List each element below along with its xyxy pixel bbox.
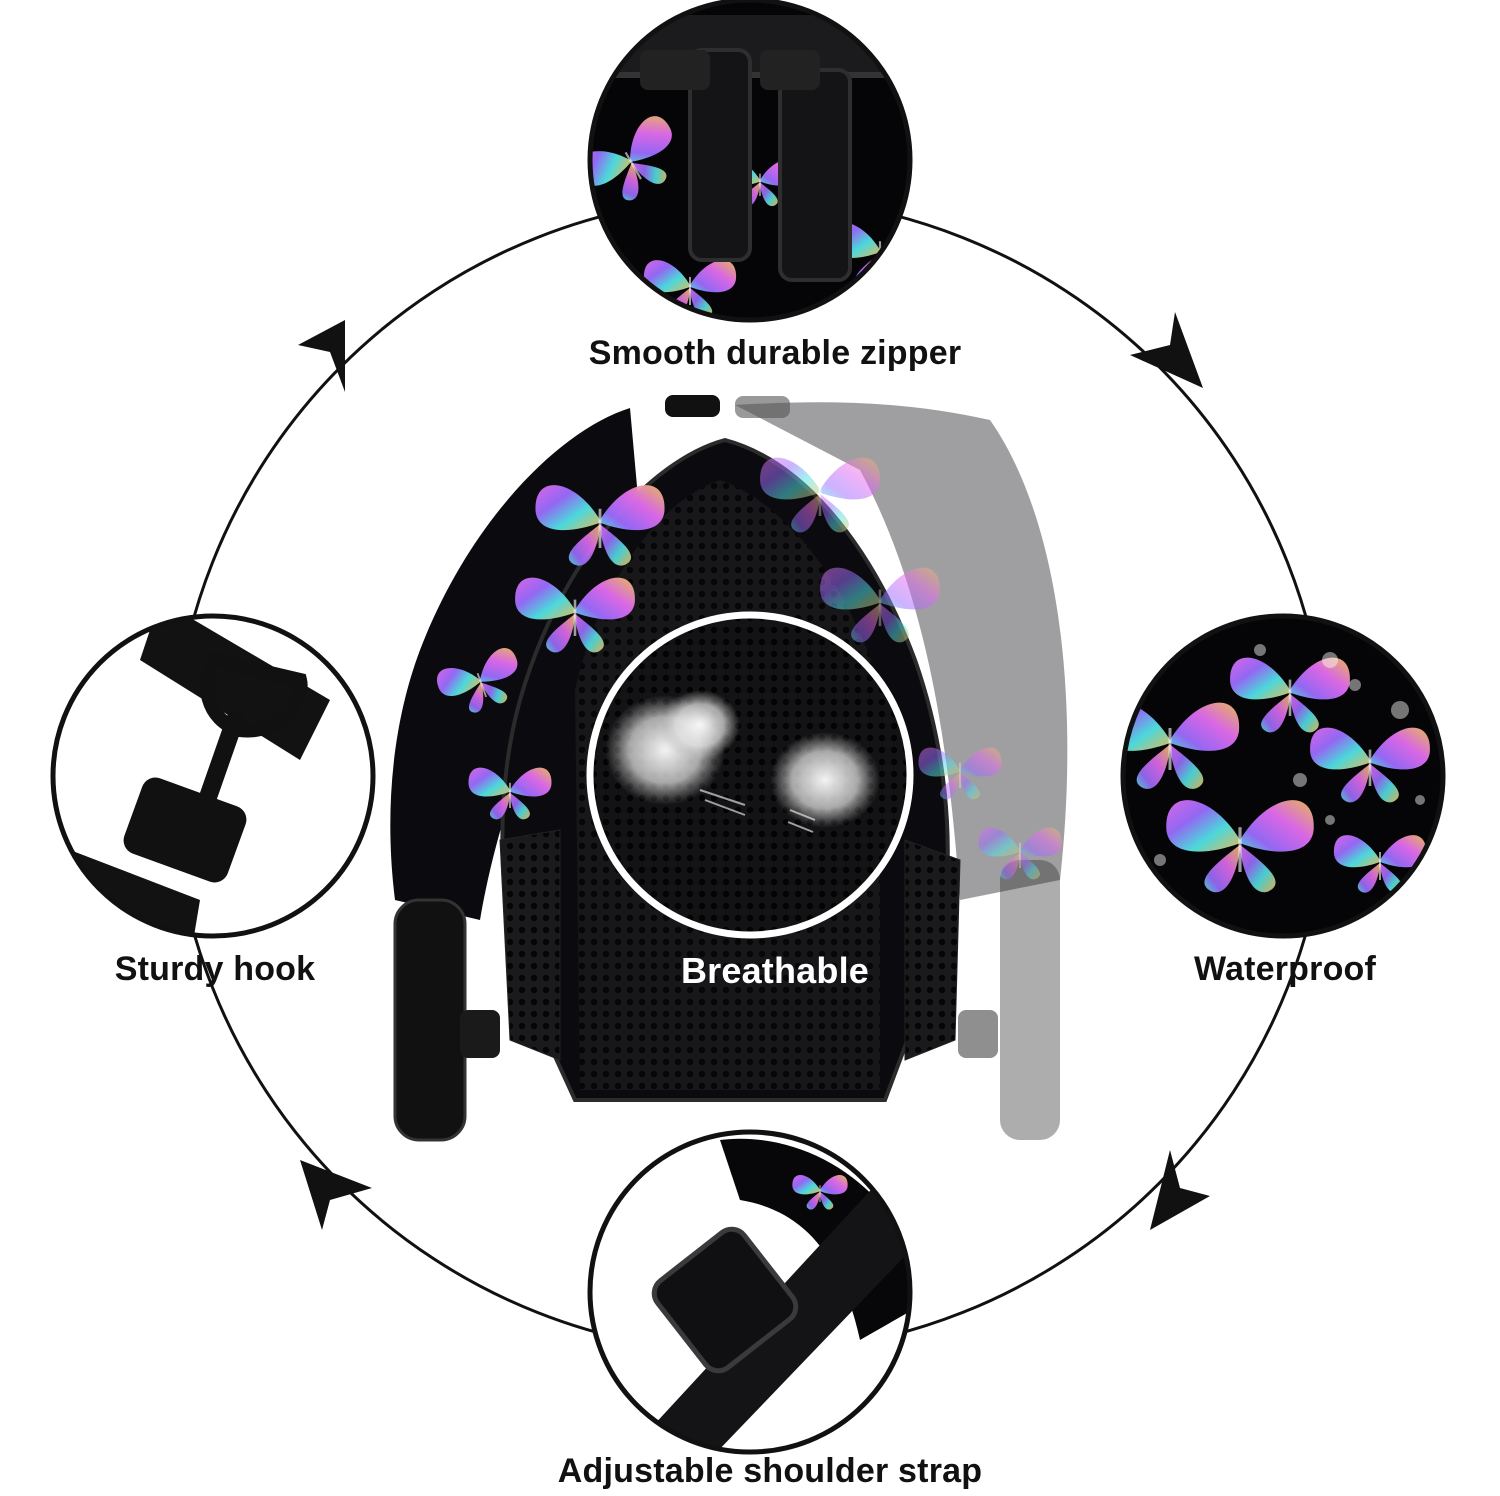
waterproof-closeup bbox=[1120, 613, 1446, 939]
feature-label-strap: Adjustable shoulder strap bbox=[557, 1452, 983, 1490]
arrow-bottom-left-icon bbox=[300, 1160, 372, 1230]
breathable-closeup bbox=[586, 611, 914, 939]
feature-label-zipper: Smooth durable zipper bbox=[588, 334, 962, 372]
arrow-top-left-icon bbox=[298, 320, 345, 392]
hook-closeup bbox=[50, 613, 376, 939]
feature-label-breathable: Breathable bbox=[680, 950, 870, 991]
arrow-bottom-right-icon bbox=[1150, 1150, 1210, 1230]
cycle-arrows bbox=[298, 312, 1210, 1230]
feature-label-waterproof: Waterproof bbox=[1193, 950, 1377, 988]
feature-label-hook: Sturdy hook bbox=[114, 950, 316, 988]
strap-closeup bbox=[587, 1129, 913, 1455]
zipper-closeup bbox=[587, 0, 913, 323]
arrow-top-right-icon bbox=[1130, 312, 1203, 388]
